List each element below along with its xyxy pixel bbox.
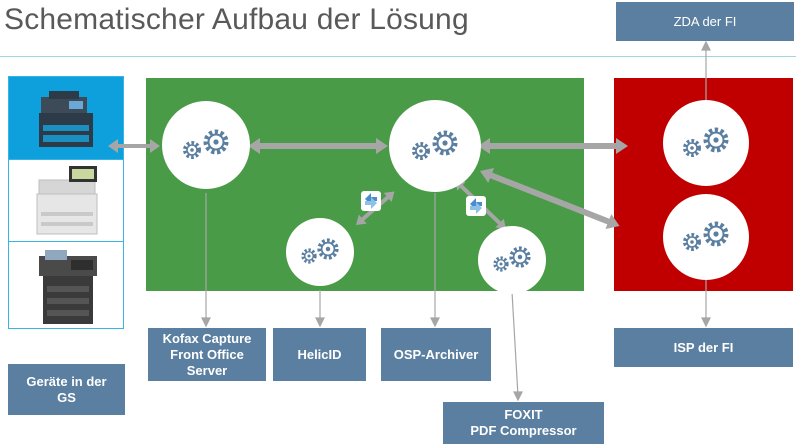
device-printer-1 — [9, 77, 123, 159]
zda-box: ZDA der FI — [616, 2, 794, 41]
devices-panel — [8, 76, 124, 329]
isp-box: ISP der FI — [614, 328, 793, 367]
printer-icon — [39, 250, 97, 324]
gear-node-osp — [389, 100, 481, 192]
gear-node-foxit — [478, 226, 546, 294]
gear-node-zda — [663, 100, 749, 186]
swap-icon — [361, 191, 381, 211]
connector-lines — [201, 40, 711, 402]
geraete-box: Geräte in der GS — [8, 364, 125, 415]
swap-icon — [466, 196, 486, 216]
printer-icon — [36, 166, 98, 235]
kofax-capture-box: Kofax Capture Front Office Server — [148, 328, 266, 381]
device-printer-2 — [9, 159, 123, 242]
page-title: Schematischer Aufbau der Lösung — [4, 3, 469, 36]
gear-node-kofax — [162, 101, 250, 189]
helicid-box: HelicID — [273, 328, 366, 381]
gear-node-isp — [663, 194, 749, 280]
gear-node-helicid — [286, 218, 354, 286]
osp-archiver-box: OSP-Archiver — [381, 328, 491, 381]
title-divider — [0, 56, 796, 57]
foxit-pdf-compressor-box: FOXIT PDF Compressor — [443, 402, 604, 444]
printer-icon — [39, 91, 93, 147]
device-printer-3 — [9, 241, 123, 329]
